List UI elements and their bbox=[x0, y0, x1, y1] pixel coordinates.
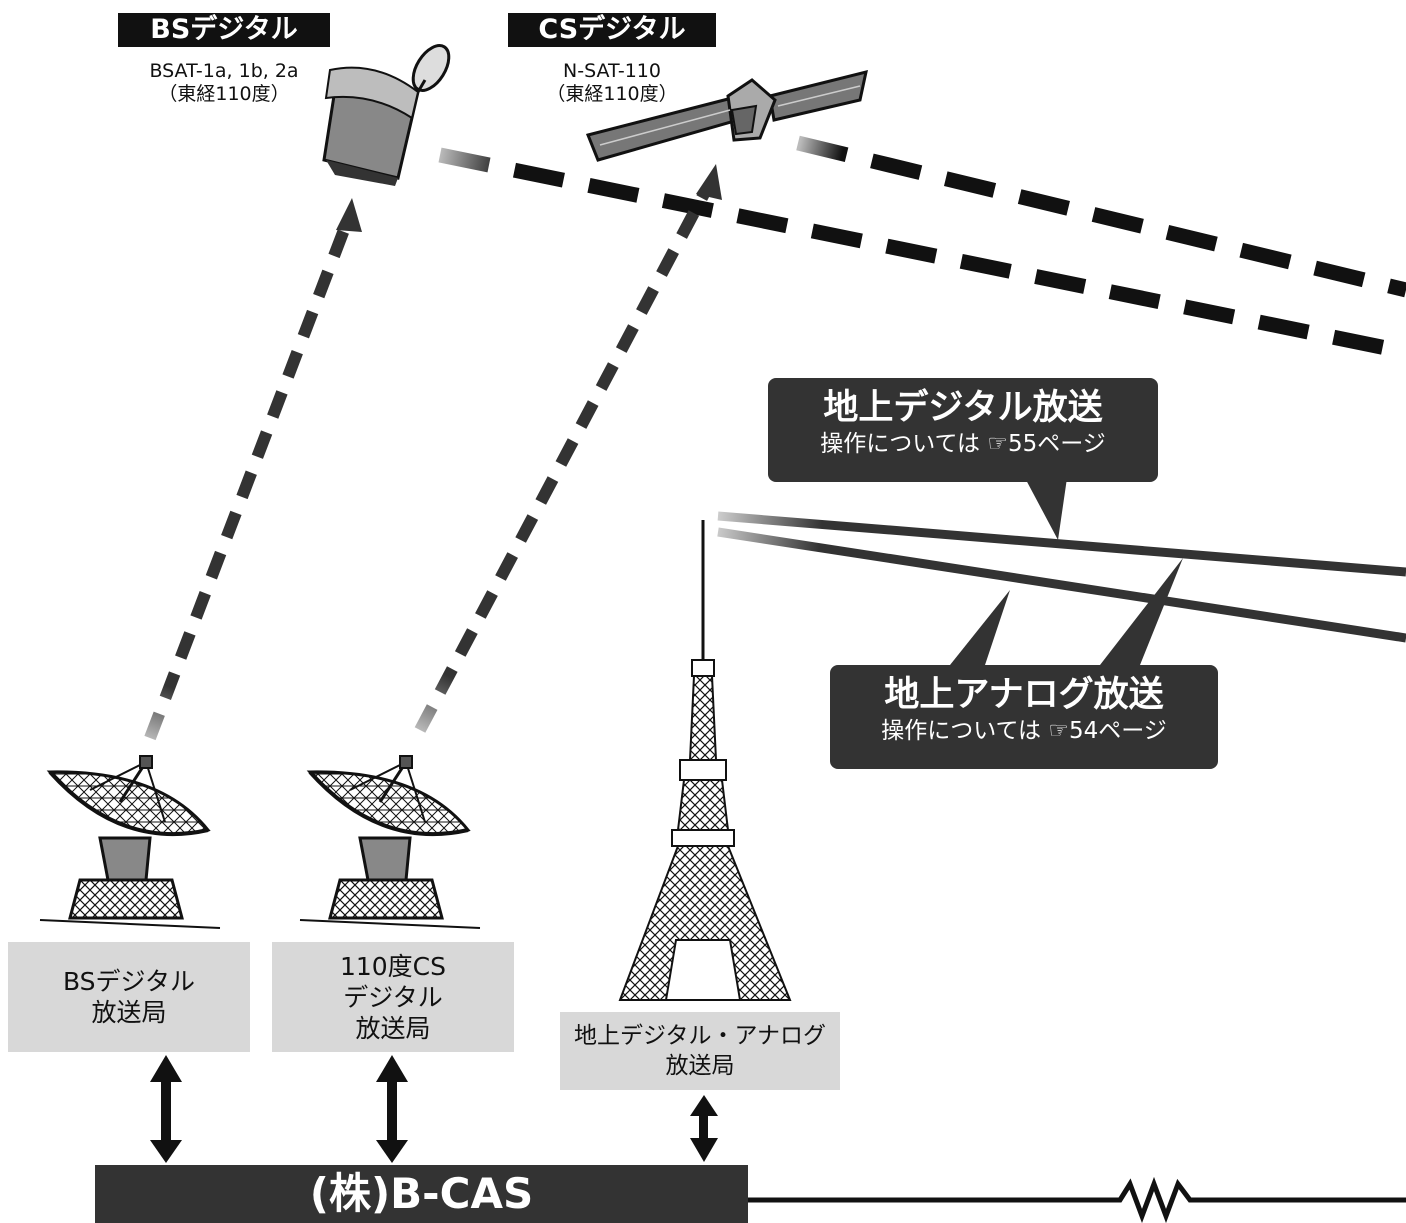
terrestrial-beam-lower bbox=[717, 527, 1406, 643]
bs-bcas-double-arrow bbox=[150, 1055, 182, 1163]
cs-station-line2: デジタル bbox=[343, 982, 443, 1012]
bs-downlink-beam bbox=[438, 147, 1406, 360]
bs-station-line1: BSデジタル bbox=[62, 967, 196, 996]
cs-downlink-beam bbox=[796, 135, 1406, 298]
bs-uplink-beam bbox=[144, 219, 353, 741]
cs-station-line3: 放送局 bbox=[355, 1013, 431, 1043]
cs-uplink-beam bbox=[414, 187, 712, 733]
cs-satellite-name: N-SAT-110 bbox=[563, 60, 661, 82]
digital-callout-pointer bbox=[1025, 478, 1067, 540]
terrestrial-beam-upper bbox=[717, 511, 1406, 577]
bs-station-line2: 放送局 bbox=[91, 998, 167, 1027]
cs-station-line1: 110度CS bbox=[339, 951, 447, 981]
cs-uplink-arrowhead bbox=[696, 164, 722, 200]
cs-satellite-position: （東経110度） bbox=[546, 83, 678, 105]
cs-bcas-double-arrow bbox=[376, 1055, 408, 1163]
digital-broadcast-title: 地上デジタル放送 bbox=[823, 388, 1103, 428]
bcas-connection-line bbox=[748, 1176, 1406, 1223]
bs-satellite-name: BSAT-1a, 1b, 2a bbox=[149, 60, 299, 82]
terrestrial-bcas-double-arrow bbox=[690, 1095, 718, 1162]
bs-dish-icon bbox=[39, 755, 221, 929]
terrestrial-station-box: 地上デジタル・アナログ 放送局 bbox=[560, 1012, 840, 1090]
bs-uplink-arrowhead bbox=[336, 198, 362, 232]
bs-station-box: BSデジタル 放送局 bbox=[8, 942, 250, 1052]
bs-satellite-position: （東経110度） bbox=[158, 83, 290, 105]
digital-broadcast-page-ref: 操作については ☞55ページ bbox=[820, 431, 1106, 457]
cs-station-box: 110度CS デジタル 放送局 bbox=[272, 942, 514, 1052]
terrestrial-station-line1: 地上デジタル・アナログ bbox=[573, 1023, 827, 1049]
analog-callout-pointer bbox=[950, 590, 1010, 665]
analog-broadcast-callout: 地上アナログ放送 操作については ☞54ページ bbox=[830, 665, 1218, 769]
terrestrial-station-line2: 放送局 bbox=[665, 1053, 735, 1079]
digital-broadcast-callout: 地上デジタル放送 操作については ☞55ページ bbox=[768, 378, 1158, 482]
cs-satellite-icon bbox=[585, 69, 868, 162]
bs-satellite-icon bbox=[322, 44, 451, 186]
analog-broadcast-title: 地上アナログ放送 bbox=[884, 675, 1164, 715]
analog-callout-pointer-2 bbox=[1100, 558, 1183, 665]
bs-satellite-tag: BSデジタル bbox=[118, 13, 330, 47]
broadcast-tower-icon bbox=[618, 520, 792, 1001]
cs-dish-icon bbox=[299, 755, 481, 929]
analog-broadcast-page-ref: 操作については ☞54ページ bbox=[881, 718, 1167, 744]
cs-satellite-tag: CSデジタル bbox=[508, 13, 716, 47]
bcas-bar: (株)B-CAS bbox=[95, 1165, 748, 1223]
